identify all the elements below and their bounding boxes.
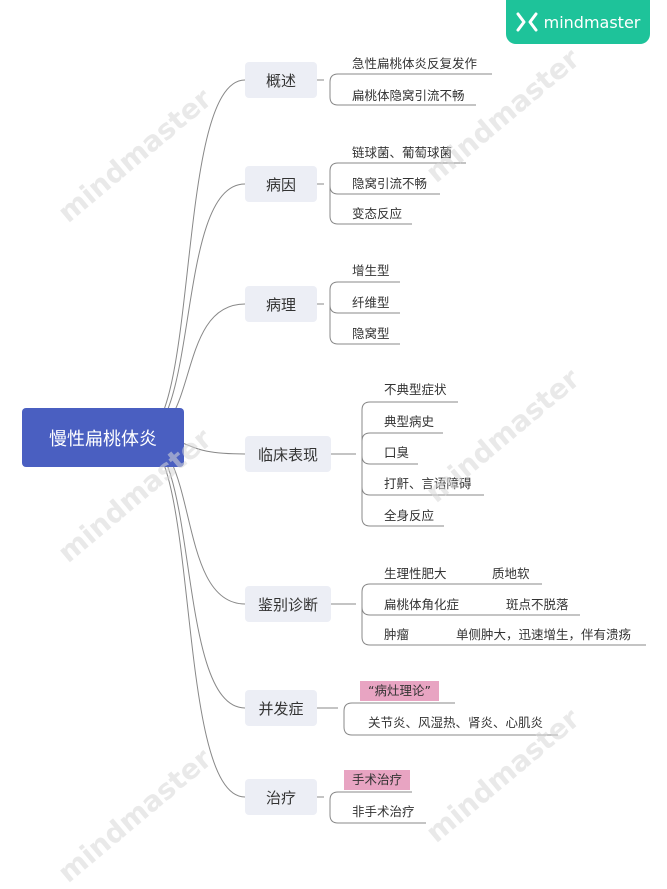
leaf-underline: [329, 96, 476, 106]
branch-label: 并发症: [258, 699, 304, 718]
leaf-etiology-3[interactable]: 变态反应: [352, 206, 403, 221]
leaf-clinical-2[interactable]: 典型病史: [384, 414, 435, 429]
leaf-clinical-4[interactable]: 打鼾、言语障碍: [384, 476, 472, 491]
leaf-differential-1-detail[interactable]: 质地软: [492, 566, 530, 581]
leaf-underline: [329, 185, 440, 195]
leaf-complications-1[interactable]: “病灶理论”: [360, 681, 439, 701]
branch-label: 鉴别诊断: [257, 595, 318, 614]
leaf-underline: [361, 486, 484, 496]
leaf-underline: [329, 335, 400, 345]
root-branch-link: [139, 436, 246, 709]
leaf-pathology-2[interactable]: 纤维型: [352, 295, 390, 310]
leaf-complications-2[interactable]: 关节炎、风湿热、肾炎、心肌炎: [368, 715, 544, 730]
branch-pathology[interactable]: 病理: [245, 286, 317, 322]
leaf-clinical-5[interactable]: 全身反应: [384, 508, 435, 523]
leaf-underline: [361, 432, 443, 442]
mindmaster-logo-icon: [516, 12, 538, 32]
branch-complications[interactable]: 并发症: [245, 690, 317, 726]
leaf-underline: [329, 814, 426, 824]
leaf-underline: [361, 606, 580, 616]
leaf-underline: [329, 162, 466, 172]
brand-name: mindmaster: [543, 12, 641, 32]
mindmaster-logo: mindmaster: [506, 0, 650, 44]
leaf-underline: [329, 791, 412, 801]
leaf-underline: [329, 73, 492, 83]
branch-differential[interactable]: 鉴别诊断: [245, 586, 331, 622]
leaf-pathology-1[interactable]: 增生型: [352, 263, 390, 278]
branch-label: 治疗: [265, 788, 296, 807]
leaf-clinical-1[interactable]: 不典型症状: [384, 382, 447, 397]
leaf-underline: [343, 702, 455, 712]
branch-treatment[interactable]: 治疗: [245, 779, 317, 815]
leaf-underline: [361, 401, 458, 411]
branch-overview[interactable]: 概述: [245, 62, 317, 98]
root-topic[interactable]: 慢性扁桃体炎: [22, 408, 184, 467]
leaf-underline: [329, 281, 400, 291]
leaf-underline: [361, 517, 444, 527]
leaf-underline: [361, 455, 418, 465]
leaf-underline: [343, 726, 558, 736]
root-topic-label: 慢性扁桃体炎: [49, 428, 157, 450]
branch-etiology[interactable]: 病因: [245, 166, 317, 202]
leaf-differential-3-detail[interactable]: 单侧肿大，迅速增生，伴有溃疡: [456, 627, 632, 642]
branch-label: 概述: [265, 71, 296, 90]
leaf-pathology-3[interactable]: 隐窝型: [352, 326, 390, 341]
leaf-etiology-1[interactable]: 链球菌、葡萄球菌: [352, 145, 453, 160]
leaf-underline: [329, 215, 412, 225]
leaf-underline: [361, 583, 542, 593]
root-branch-link: [139, 79, 246, 438]
leaf-differential-2[interactable]: 扁桃体角化症: [384, 597, 460, 612]
root-branch-link: [139, 183, 246, 438]
leaf-underline: [361, 636, 646, 646]
root-branch-link: [139, 436, 246, 798]
leaf-differential-3[interactable]: 肿瘤: [384, 627, 410, 642]
branch-clinical[interactable]: 临床表现: [245, 436, 331, 472]
leaf-overview-2[interactable]: 扁桃体隐窝引流不畅: [352, 88, 465, 103]
leaf-clinical-3[interactable]: 口臭: [384, 445, 410, 460]
leaf-underline: [329, 304, 400, 314]
leaf-differential-1[interactable]: 生理性肥大: [384, 566, 447, 581]
leaf-treatment-2[interactable]: 非手术治疗: [352, 804, 415, 819]
leaf-etiology-2[interactable]: 隐窝引流不畅: [352, 176, 428, 191]
leaf-treatment-1[interactable]: 手术治疗: [344, 770, 411, 790]
branch-label: 病因: [265, 175, 296, 194]
branch-label: 病理: [265, 295, 296, 314]
leaf-differential-2-detail[interactable]: 斑点不脱落: [506, 597, 569, 612]
branch-label: 临床表现: [257, 445, 318, 464]
leaf-overview-1[interactable]: 急性扁桃体炎反复发作: [352, 56, 478, 71]
